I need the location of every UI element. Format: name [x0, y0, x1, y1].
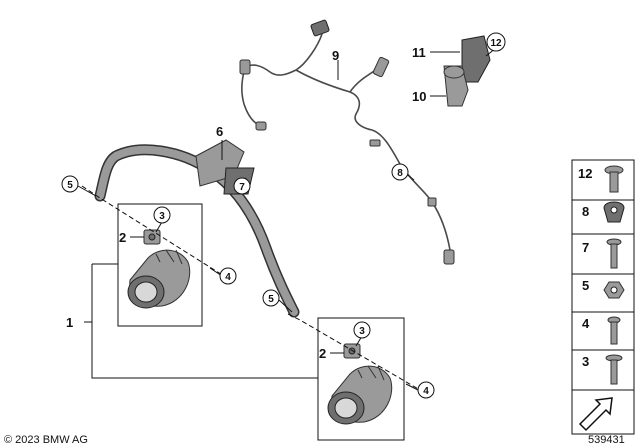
callout-5: 5 [268, 294, 274, 305]
side-item-label: 8 [582, 204, 589, 219]
side-item-label: 12 [578, 166, 592, 181]
copyright-text: © 2023 BMW AG [4, 434, 88, 446]
callout-6: 6 [216, 124, 223, 139]
side-item-label: 5 [582, 278, 589, 293]
callout-9: 9 [332, 48, 339, 63]
diagram-number: 539431 [588, 434, 625, 446]
callout-11: 11 [412, 45, 426, 60]
callout-3: 3 [359, 326, 365, 337]
bolt-icon [607, 316, 621, 345]
side-item-label: 3 [582, 354, 589, 369]
side-item-label: 7 [582, 240, 589, 255]
callout-5: 5 [67, 180, 73, 191]
callout-1: 1 [66, 315, 73, 330]
callout-2: 2 [319, 346, 326, 361]
clip-icon [603, 201, 625, 223]
callout-4: 4 [225, 272, 231, 283]
side-item-label: 4 [582, 316, 590, 331]
parts-side-panel: 12 8 7 5 4 3 [571, 159, 635, 435]
callout-2: 2 [119, 230, 126, 245]
callout-4: 4 [423, 386, 429, 397]
callout-8: 8 [397, 168, 403, 179]
wiring-harness-icon [239, 19, 455, 265]
bracket-icon [143, 229, 161, 245]
fog-light-icon [127, 249, 191, 309]
callout-10: 10 [412, 89, 426, 104]
nut-icon [603, 281, 625, 299]
bracket-icon [343, 343, 361, 359]
fog-light-icon [327, 365, 393, 425]
arrow-icon [578, 397, 613, 432]
bolt-icon [606, 238, 622, 269]
bolt-icon [604, 165, 624, 193]
detail-frame-lower [317, 317, 405, 441]
callout-12: 12 [490, 38, 502, 49]
callout-3: 3 [159, 211, 165, 222]
bolt-icon [605, 354, 623, 385]
relay-bracket-icon [443, 35, 491, 107]
callout-7: 7 [239, 182, 245, 193]
detail-frame-upper [117, 203, 203, 327]
